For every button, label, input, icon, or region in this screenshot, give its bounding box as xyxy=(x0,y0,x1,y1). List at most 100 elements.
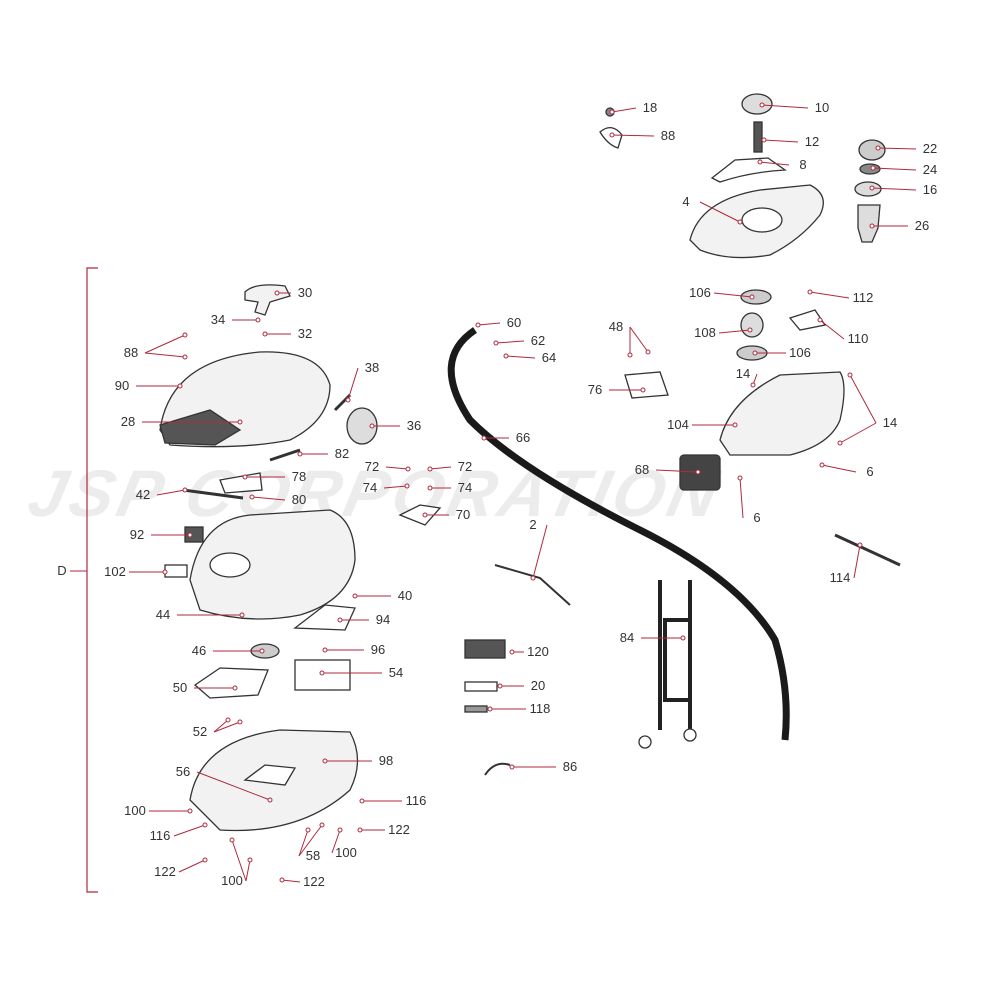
leader-line xyxy=(385,466,409,470)
leader-dot xyxy=(481,435,487,441)
leader-dot xyxy=(322,647,328,653)
leader-dot xyxy=(279,877,285,883)
leader-dot xyxy=(352,593,358,599)
leader-dot xyxy=(274,290,280,296)
leader-line xyxy=(809,291,850,299)
leader-dot xyxy=(680,635,686,641)
callout-label: 88 xyxy=(123,345,139,360)
leader-line xyxy=(347,367,359,401)
part-washer-24 xyxy=(859,163,881,175)
part-loom-84 xyxy=(658,580,692,730)
callout-label: 64 xyxy=(541,350,557,365)
part-gear-22 xyxy=(858,139,886,161)
callout-label: 86 xyxy=(562,759,578,774)
part-plate-76 xyxy=(624,371,669,399)
callout-label: 18 xyxy=(642,100,658,115)
leader-line xyxy=(821,464,857,473)
leader-dot xyxy=(503,353,509,359)
leader-dot xyxy=(759,102,765,108)
leader-dot xyxy=(182,332,188,338)
callout-label: 96 xyxy=(370,642,386,657)
leader-line xyxy=(759,161,790,166)
callout-label: 46 xyxy=(191,643,207,658)
leader-line xyxy=(245,859,251,882)
leader-line xyxy=(213,719,229,733)
callout-label: 62 xyxy=(530,333,546,348)
leader-line xyxy=(532,524,548,579)
leader-dot xyxy=(627,352,633,358)
leader-dot xyxy=(497,683,503,689)
callout-label: 102 xyxy=(104,564,126,579)
callout-label: 26 xyxy=(914,218,930,233)
leader-dot xyxy=(322,758,328,764)
leader-line xyxy=(331,829,341,854)
callout-label: 44 xyxy=(155,607,171,622)
callout-label: 54 xyxy=(388,665,404,680)
leader-dot xyxy=(761,137,767,143)
callout-label: 6 xyxy=(866,464,874,479)
callout-label: 70 xyxy=(455,507,471,522)
callout-label: 88 xyxy=(660,128,676,143)
part-cable-66 xyxy=(447,327,790,741)
part-plate-8 xyxy=(710,157,787,183)
part-spring-12 xyxy=(753,121,763,153)
leader-line xyxy=(477,322,501,326)
part-clip-88 xyxy=(599,127,623,149)
leader-dot xyxy=(732,422,738,428)
callout-label: 2 xyxy=(529,517,537,532)
callout-label: 60 xyxy=(506,315,522,330)
callout-label: 72 xyxy=(364,459,380,474)
callout-label: 6 xyxy=(753,510,761,525)
part-housing-44 xyxy=(189,509,356,620)
callout-label: 36 xyxy=(406,418,422,433)
leader-dot xyxy=(202,857,208,863)
part-bracket-78 xyxy=(219,472,263,494)
leader-dot xyxy=(870,165,876,171)
leader-line xyxy=(763,139,799,143)
leader-line xyxy=(144,334,186,354)
callout-label: 100 xyxy=(124,803,146,818)
part-bearing-16 xyxy=(854,181,882,197)
callout-label: 34 xyxy=(210,312,226,327)
leader-dot xyxy=(609,109,615,115)
leader-dot xyxy=(747,327,753,333)
part-pins-120 xyxy=(464,639,506,659)
leader-dot xyxy=(427,485,433,491)
callout-label: 72 xyxy=(457,459,473,474)
part-label-56 xyxy=(243,764,297,786)
leader-dot xyxy=(817,317,823,323)
leader-dot xyxy=(640,387,646,393)
callout-label: 98 xyxy=(378,753,394,768)
leader-dot xyxy=(847,372,853,378)
callout-label: 78 xyxy=(291,469,307,484)
callout-label: 104 xyxy=(667,417,689,432)
part-gear-108 xyxy=(740,312,764,338)
leader-line xyxy=(871,187,917,191)
leader-dot xyxy=(225,717,231,723)
callout-label: 66 xyxy=(515,430,531,445)
callout-label: 122 xyxy=(154,864,176,879)
callout-label: 20 xyxy=(530,678,546,693)
callout-label: 68 xyxy=(634,462,650,477)
leader-dot xyxy=(475,322,481,328)
leader-line xyxy=(251,496,286,501)
leader-dot xyxy=(357,827,363,833)
callout-label: 92 xyxy=(129,527,145,542)
callout-label: 112 xyxy=(852,290,874,305)
callout-label: 84 xyxy=(619,630,635,645)
leader-dot xyxy=(182,487,188,493)
callout-label: 76 xyxy=(587,382,603,397)
leader-dot xyxy=(819,462,825,468)
leader-dot xyxy=(749,294,755,300)
part-wire-86 xyxy=(484,762,511,776)
callout-label: 120 xyxy=(527,644,549,659)
leader-dot xyxy=(493,340,499,346)
parts xyxy=(159,93,901,832)
leader-dot xyxy=(737,219,743,225)
leader-line xyxy=(713,292,753,298)
leader-dot xyxy=(427,466,433,472)
leader-line xyxy=(839,422,877,444)
part-plate-94 xyxy=(293,604,356,631)
callout-label: 32 xyxy=(297,326,313,341)
leader-dot xyxy=(737,475,743,481)
